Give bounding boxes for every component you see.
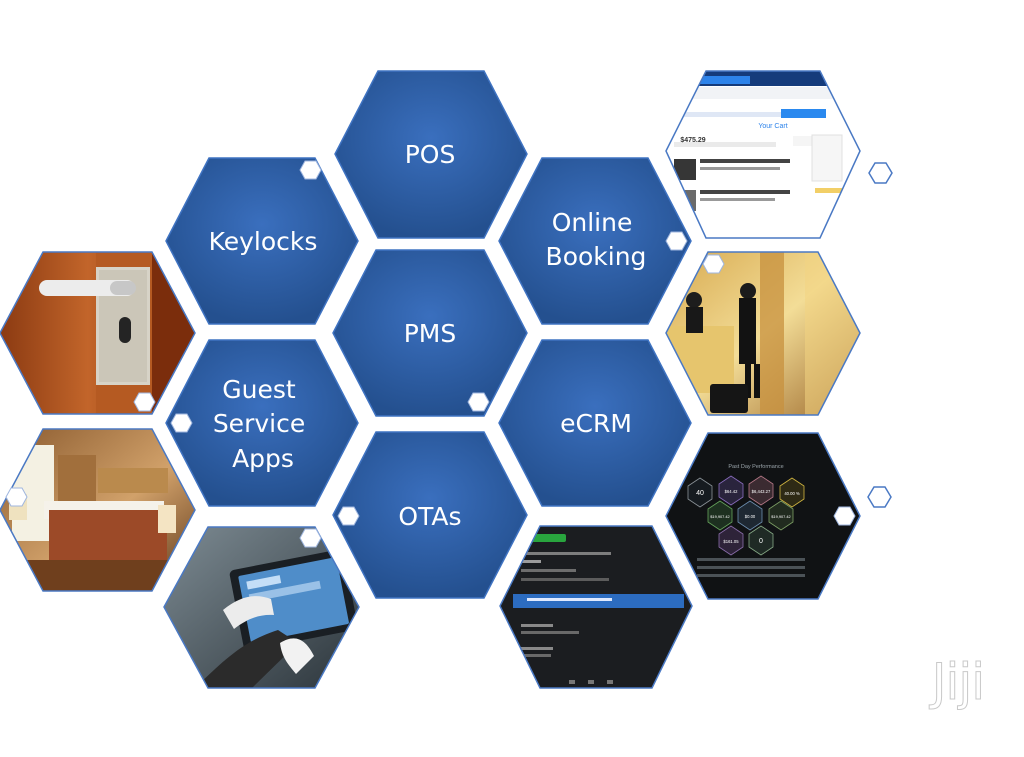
hex-pms: PMS — [332, 249, 528, 417]
dashboard-screenshot: Past Day Performance 40 $64.42 $6,443.27… — [665, 432, 861, 600]
dashboard-tile-6: $0.00 — [745, 514, 756, 519]
hex-label-service: Service — [213, 409, 305, 438]
svg-text:eCRM: eCRM — [560, 409, 632, 438]
hex-otas: OTAs — [332, 431, 528, 599]
hotel-bed-photo — [0, 428, 196, 592]
cart-amount: $475.29 — [680, 137, 705, 144]
hex-label-booking: Booking — [546, 242, 647, 271]
dashboard-tile-1: 40 — [696, 490, 704, 497]
hex-label-apps: Apps — [232, 444, 294, 473]
dashboard-tile-2: $64.42 — [725, 489, 738, 494]
svg-text:OTAs: OTAs — [398, 502, 461, 531]
hex-label-guest: Guest — [222, 375, 296, 404]
hex-label-online: Online — [552, 208, 633, 237]
small-hex-decorations — [5, 160, 893, 548]
svg-text:Keylocks: Keylocks — [209, 227, 318, 256]
hex-online-booking: Online Booking — [498, 157, 692, 325]
dashboard-tile-7: $19,907.42 — [771, 514, 790, 519]
dashboard-tile-9: 0 — [759, 538, 763, 545]
svg-text:PMS: PMS — [404, 319, 457, 348]
jiji-watermark: Jiji — [931, 653, 985, 712]
hex-label-otas: OTAs — [398, 502, 461, 531]
dashboard-tile-8: $161.05 — [723, 539, 739, 544]
cart-title: Your Cart — [758, 123, 787, 130]
svg-text:Guest Service Apps: Guest Service Apps — [213, 375, 313, 473]
dashboard-tile-3: $6,443.27 — [752, 489, 771, 494]
reception-photo — [665, 251, 861, 416]
door-handle-photo — [0, 251, 196, 415]
hex-keylocks: Keylocks — [165, 157, 359, 325]
hex-label-pos: POS — [405, 140, 456, 169]
svg-text:Online Booking: Online Booking — [546, 208, 647, 271]
dashboard-title: Past Day Performance — [728, 464, 783, 470]
hex-label-pms: PMS — [404, 319, 457, 348]
app-screenshot — [499, 525, 693, 689]
hex-label-keylocks: Keylocks — [209, 227, 318, 256]
hex-ecrm: eCRM — [498, 339, 692, 507]
hex-guest-service-apps: Guest Service Apps — [165, 339, 359, 507]
hex-label-ecrm: eCRM — [560, 409, 632, 438]
hex-pos: POS — [334, 70, 528, 239]
svg-text:POS: POS — [405, 140, 456, 169]
dashboard-tile-5: $19,907.42 — [710, 514, 729, 519]
tablet-photo — [163, 526, 360, 689]
booking-website-screenshot: Your Cart $475.29 — [665, 70, 861, 239]
dashboard-tile-4: 40.00 % — [784, 491, 800, 496]
